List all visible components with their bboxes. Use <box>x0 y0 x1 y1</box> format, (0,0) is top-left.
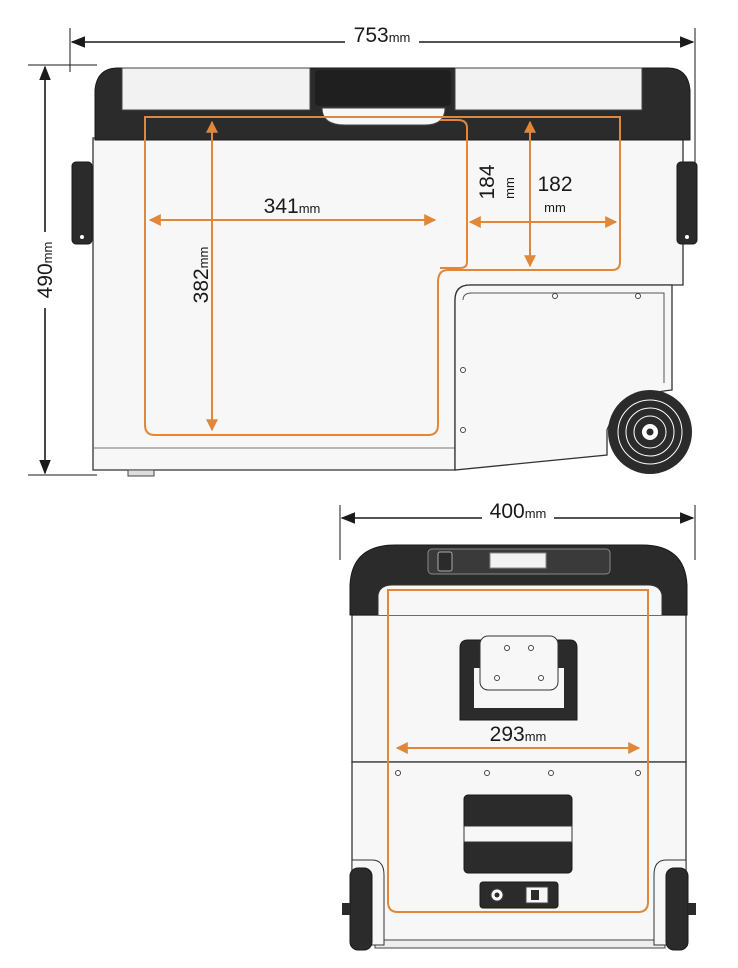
carry-handle <box>315 70 451 106</box>
screw <box>484 770 490 776</box>
screw <box>528 645 534 651</box>
overall-height-label: 490mm <box>34 242 57 299</box>
vent-slot <box>463 825 573 843</box>
overall-depth-label: 400mm <box>490 500 547 523</box>
screw <box>460 367 466 373</box>
compartment-depth-label: 382mm <box>190 247 213 304</box>
inner-depth-label: 293mm <box>490 723 547 746</box>
front-inner-outline <box>387 589 649 913</box>
latch-right <box>676 161 698 245</box>
screw <box>548 770 554 776</box>
screw <box>552 293 558 299</box>
lid-panel-left <box>121 67 311 111</box>
compartment-width-label: 341mm <box>264 195 321 218</box>
small-compartment-width-unit: mm <box>544 200 566 215</box>
latch-screw <box>80 235 84 239</box>
screw <box>504 645 510 651</box>
lid-button <box>437 551 453 572</box>
screw <box>494 675 500 681</box>
wheel-housing-panel <box>462 292 665 383</box>
inner-compartment-outline <box>144 116 621 436</box>
handle-grip-plate <box>479 635 559 691</box>
small-compartment-width-value: 182 <box>537 173 572 196</box>
base <box>374 939 666 949</box>
screw <box>635 293 641 299</box>
latch-screw <box>685 235 689 239</box>
foot <box>127 469 155 477</box>
wheel <box>608 390 692 474</box>
power-socket-pin <box>494 892 500 898</box>
screw <box>538 675 544 681</box>
lid-display <box>489 552 547 569</box>
divider-outline <box>440 119 468 269</box>
small-compartment-depth-value: 184 <box>476 164 499 199</box>
axle-left <box>342 903 350 915</box>
wheel-right <box>665 867 689 951</box>
overall-width-label: 753mm <box>354 24 411 47</box>
side-view: 753mm 490mm 382mm 341mm 184 mm 182 mm <box>28 24 698 477</box>
front-view: 400mm <box>339 500 696 951</box>
axle-right <box>688 903 696 915</box>
wheel-left <box>349 867 373 951</box>
lid-inner-edge <box>377 584 663 615</box>
screw <box>635 770 641 776</box>
lid-panel-right <box>454 67 643 111</box>
small-compartment-depth-unit: mm <box>502 177 517 199</box>
screw <box>460 427 466 433</box>
latch-left <box>71 161 93 245</box>
screw <box>395 770 401 776</box>
power-switch-rocker <box>531 890 539 900</box>
